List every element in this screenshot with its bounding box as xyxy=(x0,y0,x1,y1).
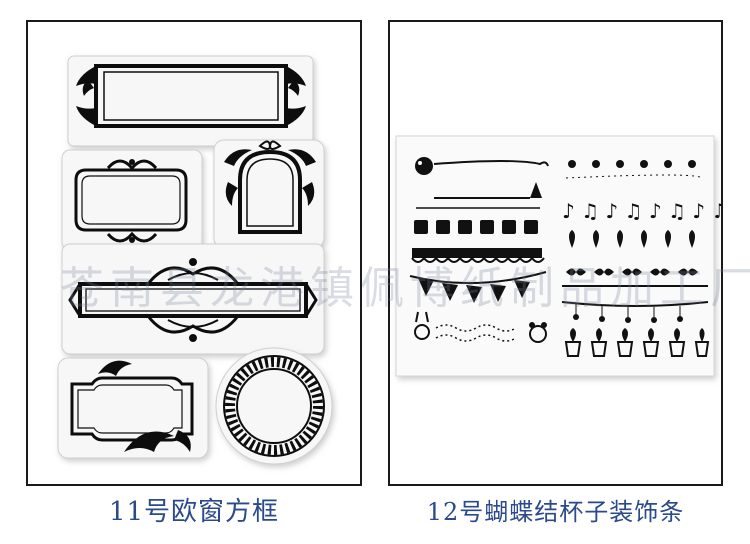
lace-strip xyxy=(411,248,545,263)
bows-strip xyxy=(562,268,708,287)
hanging-charms-strip xyxy=(561,301,709,323)
bird-line-strip xyxy=(415,157,549,175)
round-frame-stamp xyxy=(215,347,333,465)
left-product-caption: 11号欧窗方框 xyxy=(108,497,280,527)
decorative-strips-stamp-sheet: ♪ ♫ ♪ ♫ ♪ ♫ ♪ ♫ ♪ xyxy=(395,135,721,377)
potted-plants-strip xyxy=(564,328,710,357)
left-product-image xyxy=(26,20,362,486)
anchor-line-strip xyxy=(416,182,542,209)
leaf-label-frame-stamp xyxy=(57,357,209,459)
scroll-label-frame-stamp xyxy=(61,149,203,251)
right-product-image: ♪ ♫ ♪ ♫ ♪ ♫ ♪ ♫ ♪ xyxy=(388,20,723,486)
right-product-caption: 12号蝴蝶结杯子装饰条 xyxy=(426,498,685,526)
flowers-strip xyxy=(565,160,703,179)
bunny-bear-dotted-strip xyxy=(414,311,547,343)
leaves-plants-strip xyxy=(569,230,695,248)
music-notes-strip: ♪ ♫ ♪ ♫ ♪ ♫ ♪ ♫ ♪ xyxy=(562,199,721,223)
ornate-banner-frame-stamp xyxy=(61,243,325,355)
cups-strip xyxy=(414,220,538,234)
arched-window-frame-stamp xyxy=(213,139,325,249)
european-frames-stamp-sheet xyxy=(57,55,333,465)
bunting-flags-strip xyxy=(409,271,547,303)
rectangle-frame-stamp xyxy=(67,55,314,147)
